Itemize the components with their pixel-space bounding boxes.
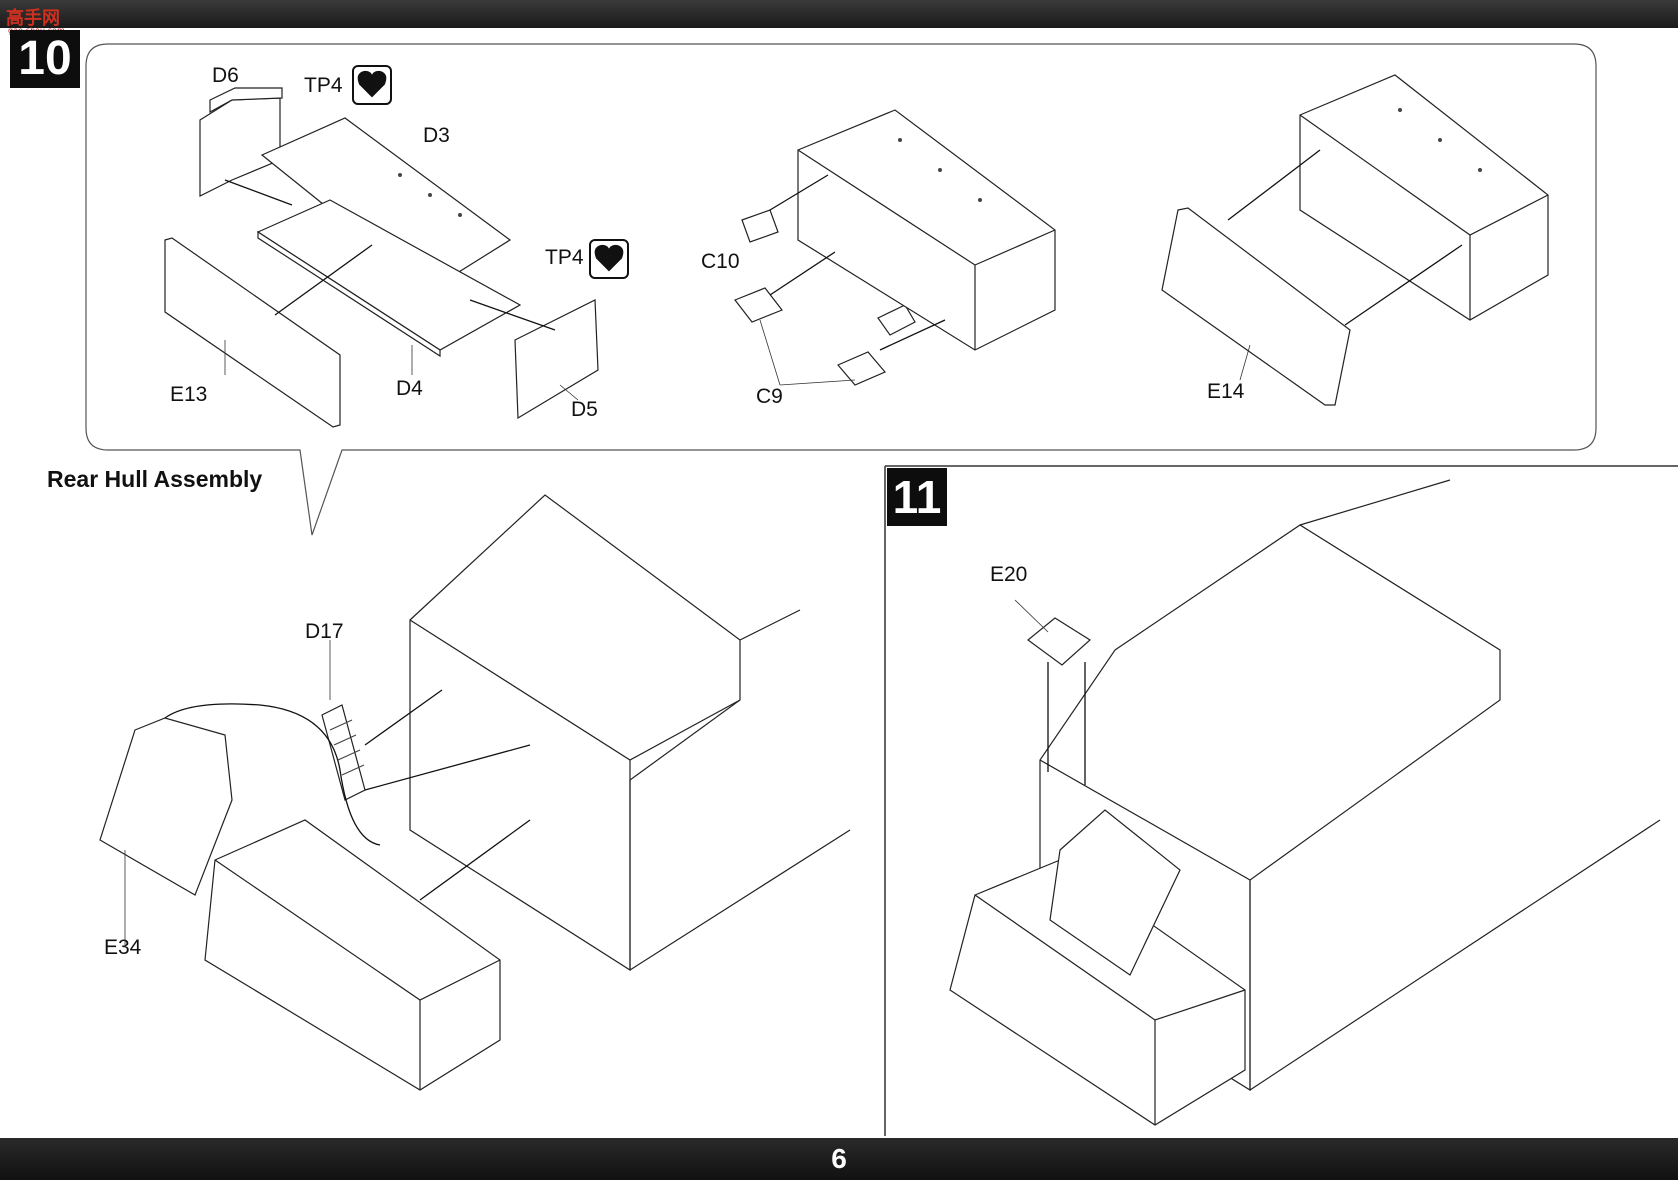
rear-hull-body <box>409 494 741 972</box>
label-d4: D4 <box>396 377 423 400</box>
part-c10 <box>741 209 779 243</box>
label-d5: D5 <box>571 398 598 421</box>
label-d3: D3 <box>423 124 450 147</box>
site-logo: 高手网 <box>6 8 60 29</box>
label-c10: C10 <box>701 250 740 273</box>
label-c9: C9 <box>756 385 783 408</box>
label-e34: E34 <box>104 936 142 959</box>
label-e14: E14 <box>1207 380 1245 403</box>
assembled-box-center <box>797 109 1056 351</box>
assembled-box-rear <box>204 819 501 1091</box>
part-e13 <box>164 237 341 428</box>
part-d17 <box>321 704 366 801</box>
bottom-bar <box>0 1138 1678 1180</box>
broken-heart-icon <box>352 65 392 105</box>
part-d5 <box>514 299 599 420</box>
top-bar <box>0 0 1678 28</box>
label-d17: D17 <box>305 620 344 643</box>
step-10-callout-bubble <box>85 43 1597 536</box>
label-e20: E20 <box>990 563 1028 586</box>
part-c9-b <box>837 351 886 386</box>
part-e34 <box>99 717 233 896</box>
step-11-panel-border <box>884 465 1678 1136</box>
step-11-e34-plate <box>1049 809 1181 976</box>
part-c9-a <box>734 287 783 323</box>
part-e20 <box>1027 617 1091 666</box>
assembled-box-right <box>1299 74 1549 321</box>
label-tp4-a: TP4 <box>304 74 343 97</box>
label-tp4-b: TP4 <box>545 246 584 269</box>
part-d6 <box>199 97 281 197</box>
page-number: 6 <box>831 1143 847 1174</box>
section-heading-rear-hull: Rear Hull Assembly <box>47 466 263 492</box>
label-e13: E13 <box>170 383 208 406</box>
broken-heart-icon <box>589 239 629 279</box>
step-11-number: 11 <box>887 468 947 526</box>
step-10-number: 10 <box>10 30 80 88</box>
part-e14 <box>1161 207 1351 406</box>
label-d6: D6 <box>212 64 239 87</box>
